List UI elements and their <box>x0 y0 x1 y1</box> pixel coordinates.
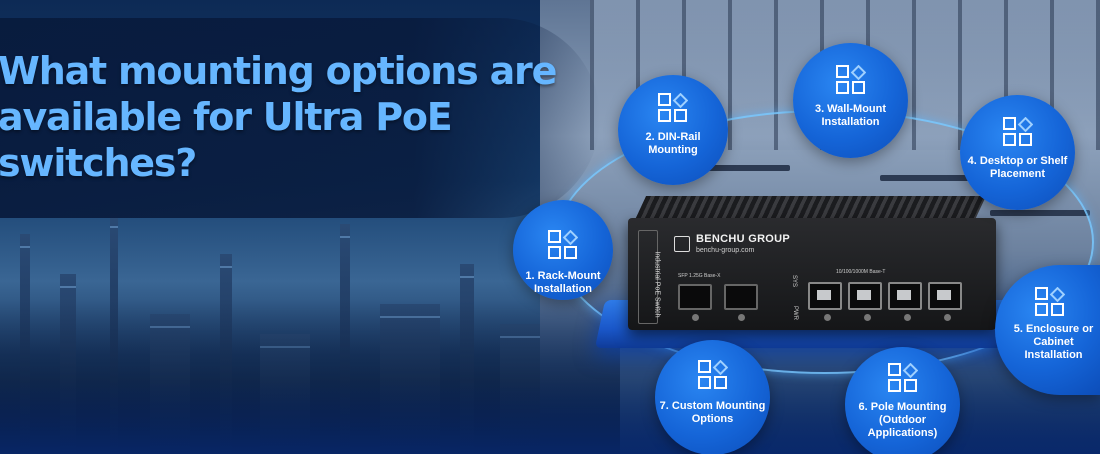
screw <box>864 314 871 321</box>
ethernet-label: 10/100/1000M Base-T <box>836 269 886 275</box>
option-enclosure: 5. Enclosure or Cabinet Installation <box>995 265 1100 395</box>
screw <box>824 314 831 321</box>
option-label: 7. Custom Mounting Options <box>659 400 766 425</box>
option-wall-mount: 3. Wall-Mount Installation <box>793 43 908 158</box>
option-din-rail: 2. DIN-Rail Mounting <box>618 75 728 185</box>
option-label: 3. Wall-Mount Installation <box>814 103 887 128</box>
led-pwr-label: PWR <box>792 306 798 320</box>
option-label: 4. Desktop or Shelf Placement <box>967 155 1068 180</box>
grid-diamond-icon <box>548 230 578 259</box>
brand-url: benchu-group.com <box>696 247 755 254</box>
sfp-label: SFP 1.25G Base-X <box>678 273 721 279</box>
option-custom: 7. Custom Mounting Options <box>655 340 770 454</box>
grid-diamond-icon <box>887 363 918 392</box>
ethernet-port <box>848 282 882 310</box>
option-rack-mount: 1. Rack-Mount Installation <box>513 200 613 300</box>
grid-diamond-icon <box>1002 117 1033 146</box>
option-pole-mount: 6. Pole Mounting (Outdoor Applications) <box>845 347 960 454</box>
brand-logo-icon <box>674 236 690 252</box>
ethernet-port <box>888 282 922 310</box>
led-sys-label: SYS <box>791 274 798 288</box>
title-panel: What mounting options are available for … <box>0 18 600 218</box>
grid-diamond-icon <box>697 360 728 389</box>
option-label: 5. Enclosure or Cabinet Installation <box>1013 323 1094 361</box>
screw <box>738 314 745 321</box>
side-label-text: Industrial PoE Switch <box>653 251 661 318</box>
brand-name: BENCHU GROUP <box>696 233 791 245</box>
option-label: 2. DIN-Rail Mounting <box>645 131 701 156</box>
ethernet-port <box>928 282 962 310</box>
page-title: What mounting options are available for … <box>0 49 557 185</box>
sfp-port <box>678 284 712 310</box>
option-label: 6. Pole Mounting (Outdoor Applications) <box>858 401 947 439</box>
screw <box>944 314 951 321</box>
grid-diamond-icon <box>1035 287 1065 316</box>
grid-diamond-icon <box>658 93 688 122</box>
poe-switch-device: Industrial PoE Switch BENCHU GROUP bench… <box>628 218 996 330</box>
screw <box>904 314 911 321</box>
screw <box>692 314 699 321</box>
grid-diamond-icon <box>835 65 866 94</box>
option-label: 1. Rack-Mount Installation <box>525 270 601 295</box>
ethernet-port <box>808 282 842 310</box>
side-label-box: Industrial PoE Switch <box>638 230 661 324</box>
sfp-port <box>724 284 758 310</box>
option-desktop: 4. Desktop or Shelf Placement <box>960 95 1075 210</box>
